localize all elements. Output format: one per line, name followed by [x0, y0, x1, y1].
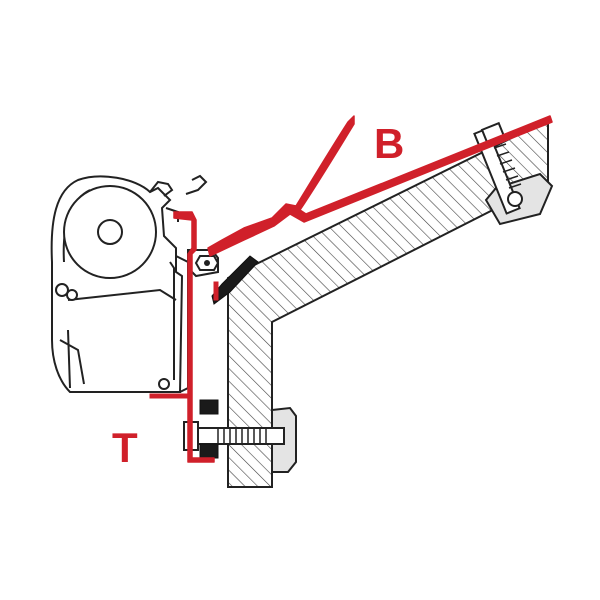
- rain-gutter-strip: [211, 255, 259, 305]
- bracket-t-profile: [173, 211, 215, 463]
- roof-bolt-assembly: [473, 121, 554, 226]
- bracket-t-lower-foot: [213, 281, 219, 301]
- wall-bolt-assembly: [183, 399, 297, 473]
- label-t: T: [112, 424, 138, 471]
- bracket-t-foot: [149, 393, 189, 399]
- bracket-b-profile: [207, 115, 553, 257]
- label-b: B: [374, 120, 404, 167]
- awning-cassette: [50, 174, 208, 393]
